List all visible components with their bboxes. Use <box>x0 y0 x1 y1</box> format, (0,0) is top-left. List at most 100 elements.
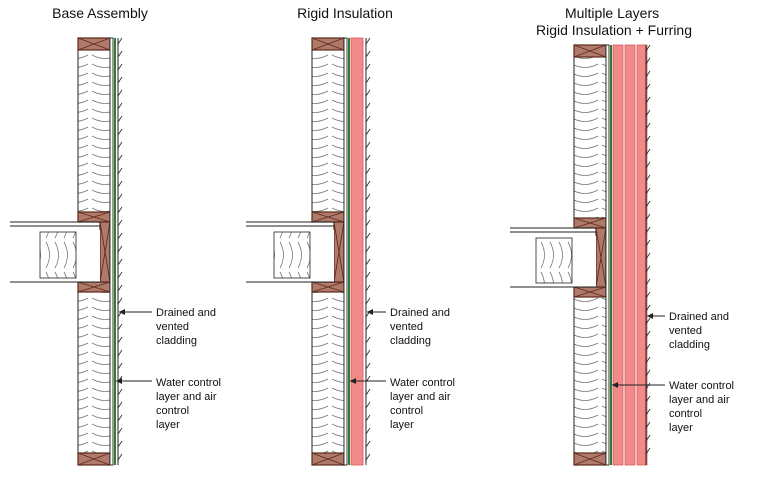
cladding-tick <box>365 297 371 305</box>
cladding-tick <box>365 414 371 422</box>
label-line: vented <box>669 325 702 337</box>
panel-title: Base Assembly <box>52 5 148 21</box>
control-layer-leader-head <box>350 378 356 384</box>
cladding-tick <box>645 304 651 312</box>
upper-insulated-stud-bay <box>311 49 345 213</box>
sheathing <box>343 37 348 466</box>
control-layer-label: Water control layer and air control laye… <box>390 377 458 431</box>
cladding-tick <box>645 187 651 195</box>
cladding-tick <box>645 70 651 78</box>
cladding-leader-head <box>119 309 125 315</box>
cladding-tick <box>645 148 651 156</box>
cladding-tick <box>117 167 123 175</box>
panel-base-assembly: Base Assembly Drained and vented claddin… <box>10 5 224 466</box>
cladding-tick <box>117 89 123 97</box>
top-plate-cross <box>573 44 607 58</box>
cladding-tick <box>117 401 123 409</box>
cladding-tick <box>117 193 123 201</box>
cladding-tick <box>645 265 651 273</box>
bottom-plate-cross <box>573 452 607 466</box>
cladding-tick <box>365 323 371 331</box>
rigid-insulation-layer <box>636 44 648 466</box>
panel-title: Multiple Layers Rigid Insulation + Furri… <box>536 5 692 38</box>
rim-joist-cross <box>595 227 607 288</box>
floor-plate-cross <box>573 286 607 298</box>
cladding-tick <box>117 232 123 240</box>
cladding-tick <box>645 317 651 325</box>
sheathing <box>605 44 610 466</box>
cladding-tick <box>645 434 651 442</box>
cladding-tick <box>117 76 123 84</box>
cladding-tick <box>117 141 123 149</box>
cladding-tick <box>645 200 651 208</box>
cladding-tick <box>117 336 123 344</box>
cladding-tick <box>117 388 123 396</box>
upper-insulated-stud-bay <box>573 56 607 219</box>
cladding-tick <box>645 369 651 377</box>
label-line: layer and air <box>390 391 451 403</box>
cladding-tick <box>365 180 371 188</box>
cladding-tick <box>117 427 123 435</box>
cladding-tick <box>645 83 651 91</box>
cladding-tick <box>365 206 371 214</box>
cladding-tick <box>117 440 123 448</box>
cladding-tick <box>365 232 371 240</box>
bottom-plate-cross <box>77 452 111 466</box>
bottom-plate-cross <box>311 452 345 466</box>
cladding-tick <box>645 356 651 364</box>
cladding-tick <box>365 284 371 292</box>
cladding-tick <box>645 226 651 234</box>
top-plate-cross <box>311 37 345 51</box>
cladding-leader-head <box>647 313 653 319</box>
cladding-tick <box>365 50 371 58</box>
panel-rigid-insulation: Rigid Insulation Drained and vented clad… <box>246 5 458 466</box>
floor-insulation <box>535 237 573 284</box>
cladding-tick <box>365 453 371 461</box>
cladding-tick <box>365 427 371 435</box>
label-line: Drained and <box>390 307 450 319</box>
cladding-tick <box>645 57 651 65</box>
cladding-tick <box>645 239 651 247</box>
control-layer-leader-head <box>612 382 618 388</box>
floor-plate-cross <box>573 217 607 229</box>
panel-title-line: Multiple Layers <box>565 5 659 21</box>
cladding-tick <box>365 63 371 71</box>
cladding-tick <box>117 297 123 305</box>
label-line: vented <box>390 321 423 333</box>
cladding-tick <box>365 115 371 123</box>
cladding-tick <box>645 330 651 338</box>
cladding-tick <box>117 154 123 162</box>
cladding-tick <box>365 245 371 253</box>
cladding-label: Drained and vented cladding <box>669 311 732 351</box>
cladding-tick <box>365 219 371 227</box>
panel-title-line: Rigid Insulation + Furring <box>536 22 692 38</box>
label-line: control <box>669 408 702 420</box>
cladding-tick <box>645 44 651 52</box>
cladding-tick <box>365 154 371 162</box>
rim-joist-cross <box>99 221 111 283</box>
rim-joist-cross <box>333 221 345 283</box>
cladding-tick <box>365 167 371 175</box>
cladding-tick <box>365 336 371 344</box>
control-layer-label: Water control layer and air control laye… <box>156 377 224 431</box>
label-line: layer <box>156 419 180 431</box>
rigid-insulation-layer <box>350 37 364 466</box>
cladding-tick <box>365 258 371 266</box>
label-line: layer and air <box>669 394 730 406</box>
cladding-tick <box>117 102 123 110</box>
cladding-tick <box>645 278 651 286</box>
cladding-tick <box>365 401 371 409</box>
wall-section <box>510 44 665 466</box>
lower-insulated-stud-bay <box>573 296 607 454</box>
cladding-tick <box>365 388 371 396</box>
cladding-tick <box>365 89 371 97</box>
cladding-tick <box>117 362 123 370</box>
floor-plate-cross <box>311 281 345 293</box>
cladding-tick <box>645 382 651 390</box>
label-line: Water control <box>156 377 221 389</box>
cladding-tick <box>645 122 651 130</box>
cladding-tick <box>117 349 123 357</box>
cladding-tick <box>117 219 123 227</box>
floor-insulation <box>39 231 77 279</box>
